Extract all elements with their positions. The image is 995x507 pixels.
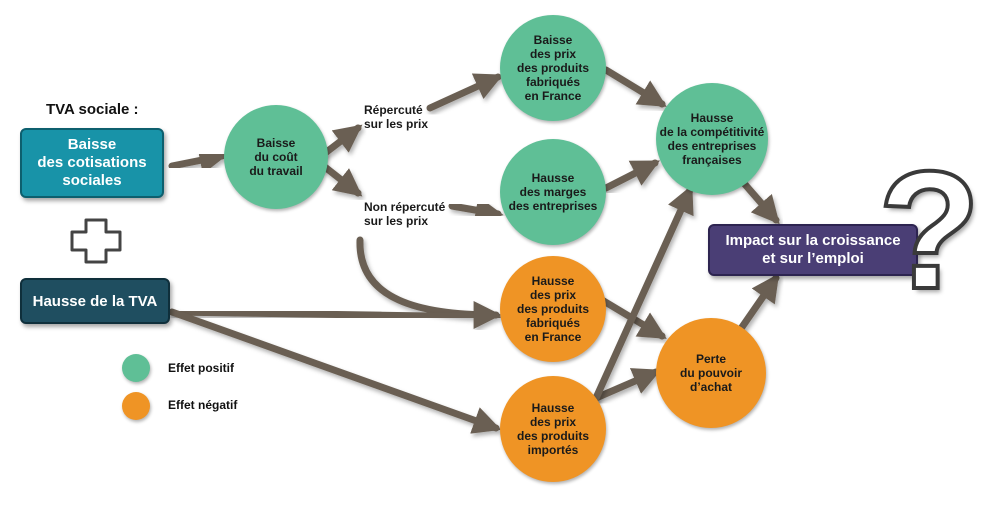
plus-icon bbox=[70, 218, 122, 264]
arrow-non-repercute-curve bbox=[356, 236, 502, 329]
arrow-non-repercute-to-marges bbox=[448, 196, 504, 224]
impact-box: Impact sur la croissance et sur l’emploi bbox=[708, 224, 918, 276]
legend-negative-label: Effet négatif bbox=[168, 398, 238, 412]
arrow-tva-to-hausse-prix-fr bbox=[168, 302, 502, 331]
diagram-title: TVA sociale : bbox=[46, 101, 139, 118]
arrow-competitivite-to-impact bbox=[738, 177, 780, 225]
arrow-baisse-prix-to-competitivite bbox=[602, 66, 667, 108]
label-repercute: Répercuté sur les prix bbox=[364, 103, 429, 131]
legend-negative-dot bbox=[122, 392, 150, 420]
arrow-perte-to-impact bbox=[736, 273, 780, 334]
question-mark-icon: ? bbox=[876, 136, 983, 324]
baisse-cotisations-box: Baisse des cotisations sociales bbox=[20, 128, 164, 198]
arrow-importes-to-perte bbox=[592, 368, 662, 402]
hausse-tva-box: Hausse de la TVA bbox=[20, 278, 170, 324]
label-non-repercute: Non répercuté sur les prix bbox=[364, 200, 446, 228]
arrow-tva-to-importes bbox=[168, 308, 502, 434]
hausse-tva-label: Hausse de la TVA bbox=[32, 292, 158, 310]
legend-positive-dot bbox=[122, 354, 150, 382]
impact-label: Impact sur la croissance et sur l’emploi bbox=[725, 232, 901, 267]
baisse-cotisations-label: Baisse des cotisations sociales bbox=[37, 136, 147, 189]
arrow-cotisations-to-cout bbox=[168, 146, 228, 175]
arrow-importes-to-competitivite bbox=[592, 184, 694, 402]
arrow-repercute-to-baisse-prix bbox=[426, 73, 504, 112]
legend-positive-label: Effet positif bbox=[168, 361, 234, 375]
arrow-marges-to-competitivite bbox=[602, 159, 660, 192]
